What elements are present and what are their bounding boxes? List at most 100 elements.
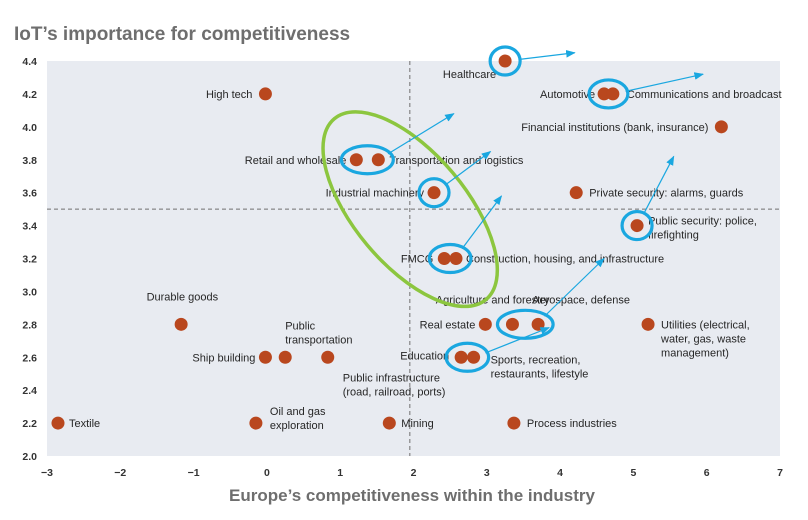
point-label: Industrial machinery <box>326 188 425 200</box>
y-tick-label: 2.8 <box>22 319 37 331</box>
point-label: FMCG <box>401 254 433 266</box>
point-label-line: Construction, housing, and infrastructur… <box>466 254 664 266</box>
point-label-line: Mining <box>401 418 433 430</box>
point-label-line: firefighting <box>648 230 699 242</box>
point-label-line: Ship building <box>192 352 255 364</box>
point-label: Public infrastructure (road, railroad, po… <box>343 372 446 398</box>
highlight-ellipse <box>495 308 555 340</box>
data-point <box>437 252 451 265</box>
point-label-line: Aerospace, defense <box>532 294 630 306</box>
data-point <box>382 416 396 430</box>
point-label-line: Transportation and logistics <box>389 155 524 167</box>
y-axis-ticks: 2.02.22.42.62.83.03.23.43.63.84.04.24.4 <box>22 56 37 463</box>
y-tick-label: 3.4 <box>22 221 37 233</box>
group-ellipse <box>321 110 500 309</box>
y-tick-label: 3.8 <box>22 155 37 167</box>
data-point <box>467 350 481 364</box>
highlight-ellipse <box>427 242 473 275</box>
x-tick-label: 2 <box>411 467 417 479</box>
x-tick-label: −1 <box>188 467 200 479</box>
point-label-line: Healthcare <box>443 69 496 81</box>
data-point <box>51 416 65 430</box>
point-label-line: Oil and gas <box>270 406 326 418</box>
point-label-line: water, gas, waste <box>660 333 746 345</box>
highlights <box>321 45 704 373</box>
x-tick-label: −2 <box>114 467 126 479</box>
data-point <box>258 87 272 101</box>
y-tick-label: 3.2 <box>22 254 37 266</box>
data-point <box>258 350 272 364</box>
x-axis-label: Europe’s competitiveness within the indu… <box>229 486 595 505</box>
point-label: Healthcare <box>443 69 496 81</box>
point-label-line: Real estate <box>420 319 476 331</box>
y-tick-label: 2.6 <box>22 352 37 364</box>
highlight-ellipse <box>339 144 395 176</box>
point-label-line: restaurants, lifestyle <box>491 368 589 380</box>
highlight-arrow <box>544 257 605 317</box>
point-label-line: Automotive <box>540 89 595 101</box>
data-point <box>569 186 583 200</box>
y-tick-label: 4.0 <box>22 122 37 134</box>
data-point <box>641 317 655 331</box>
y-tick-label: 4.2 <box>22 89 37 101</box>
plot-area <box>47 61 780 456</box>
highlight-arrow <box>387 113 455 155</box>
x-tick-label: 3 <box>484 467 490 479</box>
highlight-ellipse <box>587 78 630 110</box>
point-label-line: High tech <box>206 89 252 101</box>
point-label: Textile <box>69 418 100 430</box>
data-point <box>531 317 545 331</box>
point-label-line: (road, railroad, ports) <box>343 386 446 398</box>
point-label: Ship building <box>192 352 255 364</box>
point-label-line: management) <box>661 347 729 359</box>
point-label: Automotive <box>540 89 595 101</box>
point-label-line: Industrial machinery <box>326 188 425 200</box>
highlight-arrow <box>642 155 675 215</box>
data-point <box>606 87 620 101</box>
point-label-line: Public infrastructure <box>343 372 440 384</box>
point-label-line: Private security: alarms, guards <box>589 188 744 200</box>
data-point <box>449 252 463 265</box>
point-label-line: Sports, recreation, <box>491 354 581 366</box>
point-label-line: exploration <box>270 420 324 432</box>
data-point <box>498 54 512 68</box>
data-point <box>478 317 492 331</box>
x-tick-label: 0 <box>264 467 270 479</box>
highlight-arrow <box>485 327 550 354</box>
highlight-arrow <box>461 195 503 250</box>
point-label-line: Education <box>400 350 449 362</box>
highlight-ellipse <box>417 177 451 209</box>
point-label-line: Communications and broadcast <box>627 89 782 101</box>
data-point <box>427 186 441 200</box>
point-label-line: Durable goods <box>147 291 219 303</box>
point-label-line: Retail and wholesale <box>245 155 347 167</box>
point-label: Education <box>400 350 449 362</box>
x-tick-label: −3 <box>41 467 53 479</box>
data-points <box>51 54 728 430</box>
x-tick-label: 6 <box>704 467 710 479</box>
highlight-ellipse <box>444 341 491 373</box>
highlight-arrow <box>518 49 576 61</box>
point-label: Aerospace, defense <box>532 294 630 306</box>
point-label-line: Agriculture and forestry <box>436 294 550 306</box>
point-label: Financial institutions (bank, insurance) <box>521 122 708 134</box>
point-label: Durable goods <box>147 291 219 303</box>
point-label-line: Utilities (electrical, <box>661 319 750 331</box>
y-tick-label: 4.4 <box>22 56 37 68</box>
data-point <box>505 317 519 331</box>
point-label: High tech <box>206 89 252 101</box>
highlight-arrow <box>444 150 492 186</box>
y-tick-label: 2.2 <box>22 418 37 430</box>
point-label: Private security: alarms, guards <box>589 188 744 200</box>
point-label: Public security: police,firefighting <box>648 216 757 242</box>
point-label-line: Process industries <box>527 418 617 430</box>
point-label: Mining <box>401 418 433 430</box>
point-label-line: Public <box>285 320 315 332</box>
highlight-arrow <box>625 72 704 92</box>
data-point <box>321 350 335 364</box>
point-label: Retail and wholesale <box>245 155 347 167</box>
